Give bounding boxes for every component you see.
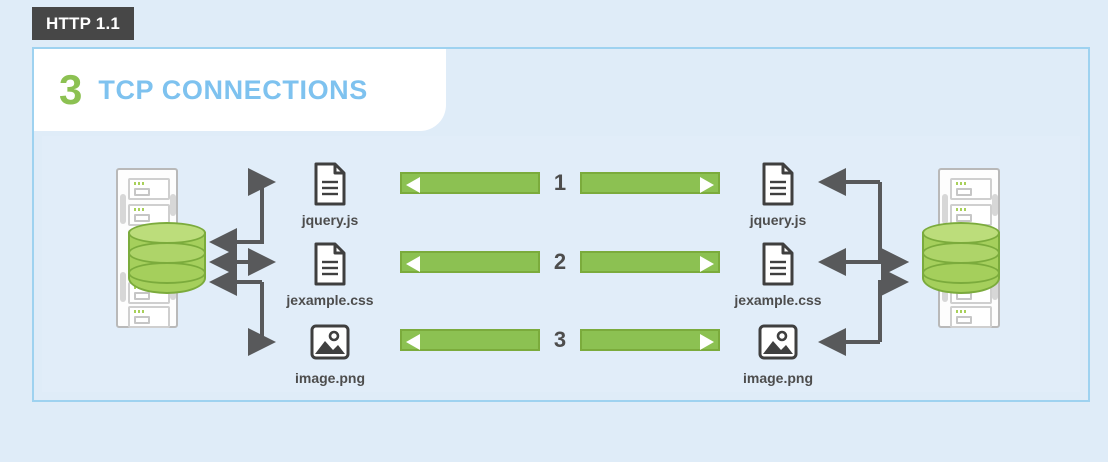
rack-slot	[128, 178, 170, 200]
db-disc	[128, 242, 206, 264]
document-icon	[718, 160, 838, 208]
db-disc	[922, 222, 1000, 244]
image-icon	[270, 318, 390, 366]
right-database-cylinder	[922, 222, 1000, 304]
image-icon	[718, 318, 838, 366]
rack-slot	[950, 178, 992, 200]
rack-side-strip	[942, 194, 948, 224]
title-card: 3 TCP CONNECTIONS	[34, 49, 446, 131]
rack-led-icon	[134, 208, 146, 211]
connection-bar-left	[400, 329, 540, 351]
rack-tray	[134, 214, 150, 222]
connection-bar-right	[580, 172, 720, 194]
rack-tray	[134, 292, 150, 300]
rack-tray	[956, 214, 972, 222]
rack-led-icon	[134, 182, 146, 185]
db-disc	[128, 262, 206, 284]
left-file-css[interactable]: jexample.css	[270, 240, 390, 308]
right-file-image[interactable]: image.png	[718, 318, 838, 386]
rack-led-icon	[956, 208, 968, 211]
connection-number: 3	[553, 327, 567, 352]
right-file-css[interactable]: jexample.css	[718, 240, 838, 308]
file-label: jexample.css	[286, 292, 374, 308]
tcp-connection-3: 3	[400, 327, 720, 352]
db-disc	[922, 242, 1000, 264]
arrow-right-icon	[700, 334, 714, 350]
rack-side-strip	[992, 194, 998, 216]
file-label: jquery.js	[301, 212, 359, 228]
arrow-right-icon	[700, 256, 714, 272]
protocol-badge-label: HTTP 1.1	[46, 13, 121, 33]
file-label: jquery.js	[749, 212, 807, 228]
file-label: jexample.css	[734, 292, 822, 308]
rack-led-icon	[956, 310, 968, 313]
db-disc	[128, 222, 206, 244]
rack-led-icon	[134, 310, 146, 313]
connection-number: 1	[553, 170, 567, 195]
file-label: image.png	[294, 370, 365, 386]
rack-tray	[134, 316, 150, 324]
connection-bar-right	[580, 329, 720, 351]
document-icon	[718, 240, 838, 288]
connection-bar-left	[400, 251, 540, 273]
arrow-left-icon	[406, 256, 420, 272]
protocol-badge: HTTP 1.1	[32, 7, 135, 40]
rack-tray	[134, 188, 150, 196]
file-label: image.png	[742, 370, 813, 386]
rack-side-strip	[992, 278, 998, 300]
tcp-connection-1: 1	[400, 170, 720, 195]
right-file-jquery[interactable]: jquery.js	[718, 160, 838, 228]
document-icon	[270, 160, 390, 208]
arrow-left-icon	[406, 177, 420, 193]
rack-led-icon	[956, 182, 968, 185]
left-database-cylinder	[128, 222, 206, 304]
rack-slot	[950, 306, 992, 328]
connection-bar-right	[580, 251, 720, 273]
rack-slot	[128, 306, 170, 328]
document-icon	[270, 240, 390, 288]
rack-side-strip	[120, 272, 126, 302]
page-title: TCP CONNECTIONS	[98, 74, 368, 105]
title-number: 3	[59, 66, 83, 113]
left-file-image[interactable]: image.png	[270, 318, 390, 386]
rack-tray	[956, 188, 972, 196]
rack-tray	[956, 316, 972, 324]
arrow-left-icon	[406, 334, 420, 350]
db-disc	[922, 262, 1000, 284]
tcp-connection-2: 2	[400, 249, 720, 274]
left-file-jquery[interactable]: jquery.js	[270, 160, 390, 228]
connection-bar-left	[400, 172, 540, 194]
connection-number: 2	[553, 249, 567, 274]
rack-side-strip	[120, 194, 126, 224]
arrow-right-icon	[700, 177, 714, 193]
rack-side-strip	[170, 194, 176, 216]
